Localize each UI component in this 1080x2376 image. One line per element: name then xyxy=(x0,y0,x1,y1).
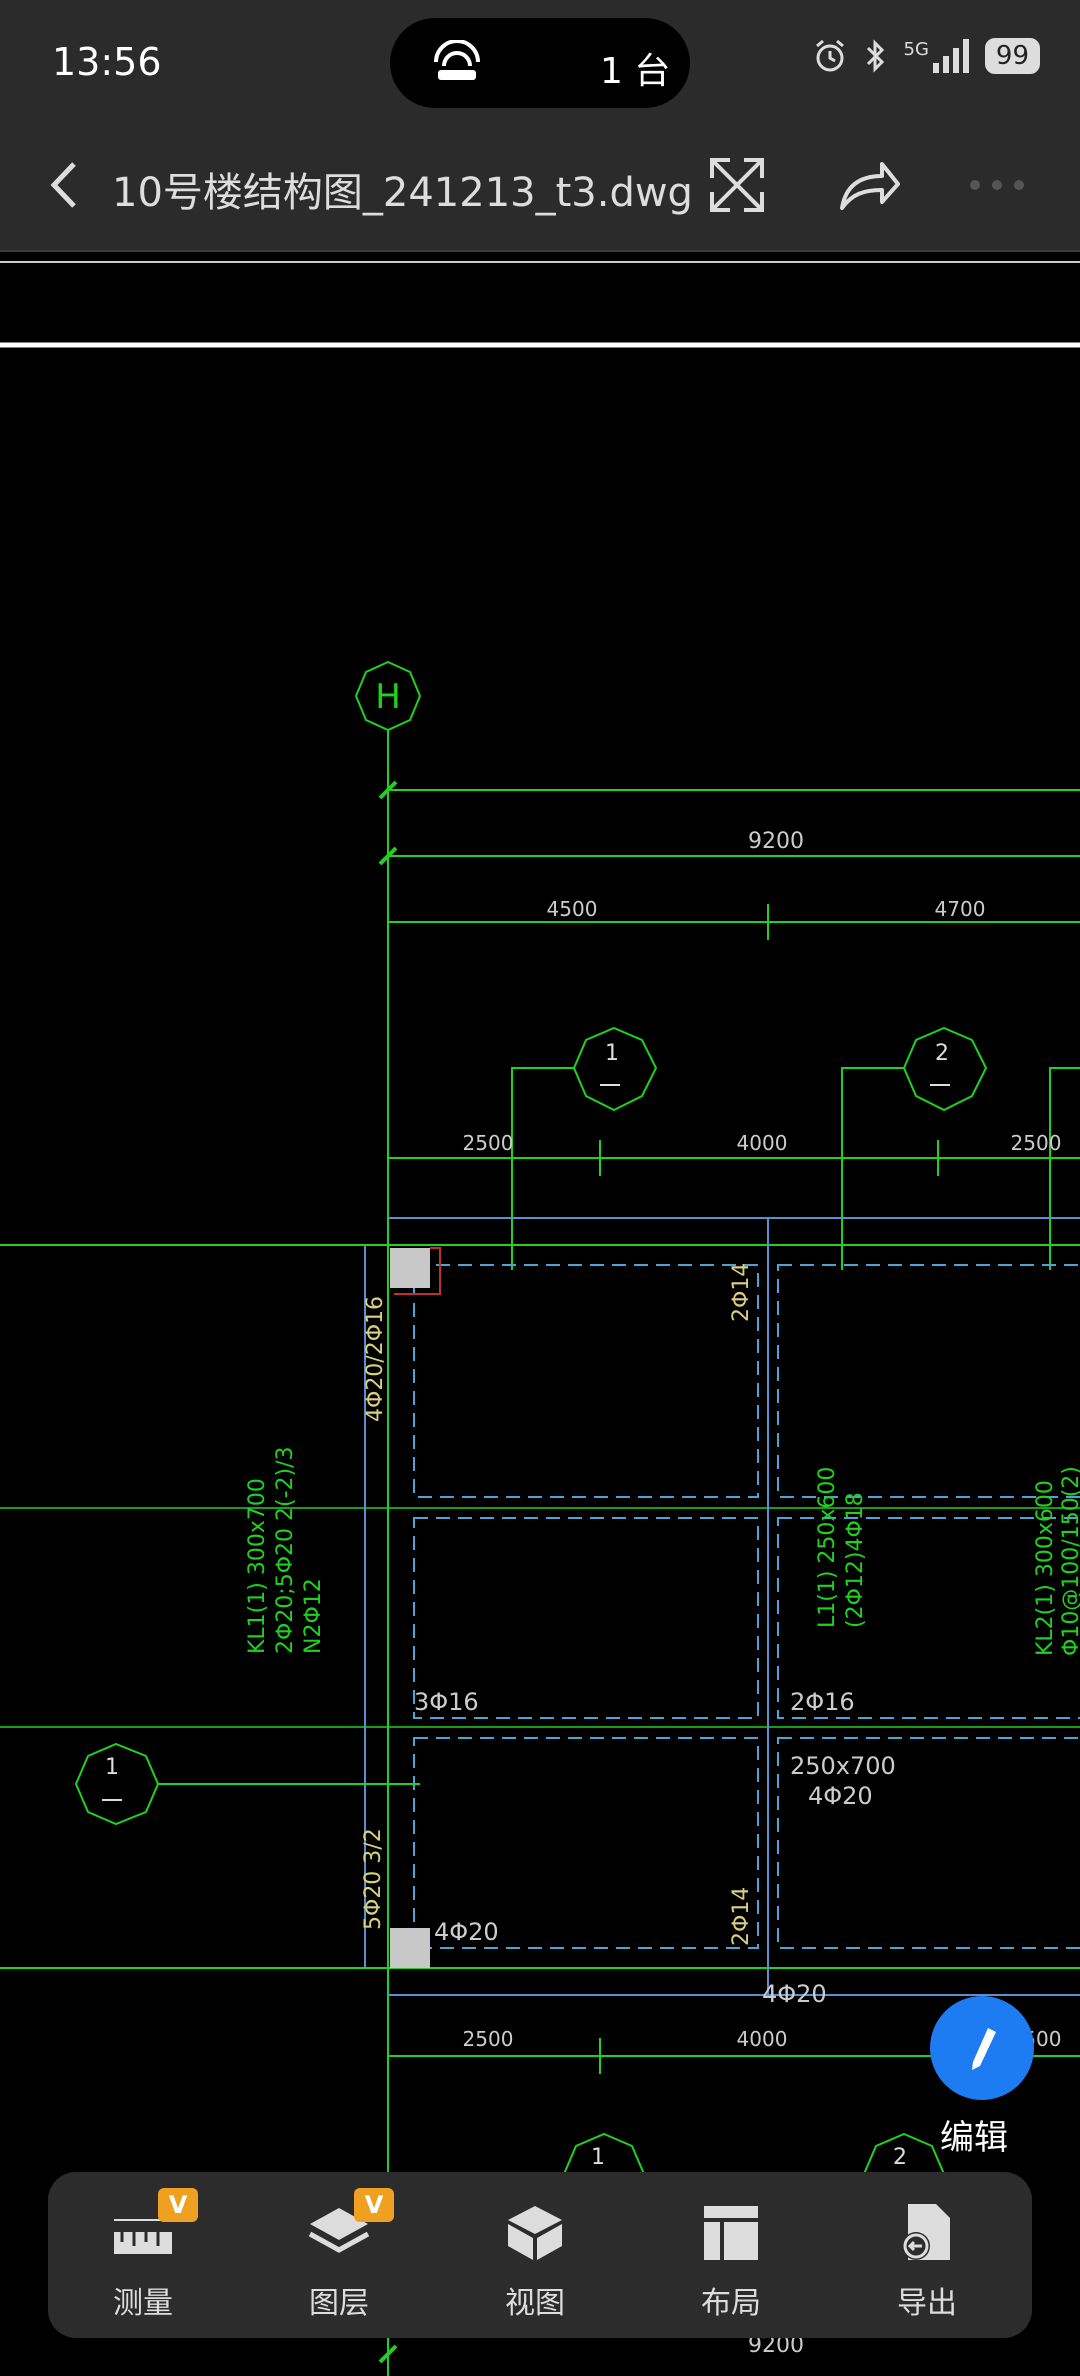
more-icon[interactable] xyxy=(960,148,1034,222)
export-icon xyxy=(902,2204,950,2260)
beam-kl2-1: KL2(1) 300x600 xyxy=(1033,1480,1058,1656)
axis-label-top: H xyxy=(375,677,401,717)
rebar-left-top: 4Φ20/2Φ16 xyxy=(363,1296,388,1422)
chevron-left-icon[interactable] xyxy=(30,148,104,222)
tool-layers-label: 图层 xyxy=(309,2286,369,2321)
rebar-left-bottom: 5Φ20 3/2 xyxy=(361,1828,386,1930)
beam-l1-2: (2Φ12)4Φ18 xyxy=(843,1492,868,1628)
vip-badge: V xyxy=(354,2188,394,2222)
dim-4000-a: 4000 xyxy=(737,1131,788,1155)
beam-kl1-1: KL1(1) 300x700 xyxy=(245,1478,270,1654)
grid-label-1: 1 xyxy=(605,1041,619,1066)
grid-label-2: 2 xyxy=(935,1041,949,1066)
dynamic-island[interactable]: 1 台 xyxy=(390,18,690,108)
rebar-bottom-left: 4Φ20 xyxy=(434,1918,499,1946)
title-bar: 10号楼结构图_241213_t3.dwg xyxy=(0,120,1080,252)
tool-export[interactable]: 导出 xyxy=(852,2202,1002,2322)
status-bar: 13:56 1 台 5G 99 xyxy=(0,0,1080,120)
file-title: 10号楼结构图_241213_t3.dwg xyxy=(112,170,693,216)
dim-2500-a: 2500 xyxy=(463,1131,514,1155)
alarm-icon xyxy=(815,39,844,72)
rebar-bars-mid: 4Φ20 xyxy=(808,1782,873,1810)
grid-bottom-1: 1 xyxy=(591,2145,605,2170)
beam-kl1-2: 2Φ20;5Φ20 2(-2)/3 xyxy=(273,1446,298,1654)
dim-9200-top: 9200 xyxy=(748,829,804,854)
beam-l1-1: L1(1) 250x600 xyxy=(815,1467,840,1628)
rebar-bottom-col: 2Φ14 xyxy=(729,1887,754,1946)
tool-layout[interactable]: 布局 xyxy=(656,2202,806,2322)
battery-icon: 99 xyxy=(984,38,1040,74)
signal-icon xyxy=(932,39,969,73)
tool-view-label: 视图 xyxy=(505,2286,565,2321)
layout-icon xyxy=(704,2206,758,2260)
pencil-icon xyxy=(972,2028,996,2070)
hotspot-icon xyxy=(434,40,480,80)
bluetooth-icon xyxy=(866,39,884,73)
cube-icon xyxy=(508,2206,562,2260)
tool-layout-label: 布局 xyxy=(701,2286,761,2321)
dim-4000-c: 4000 xyxy=(737,2027,788,2051)
dim-4500: 4500 xyxy=(547,897,598,921)
ruler-icon xyxy=(114,2219,172,2254)
fullscreen-icon[interactable] xyxy=(700,148,774,222)
rebar-mid-right: 2Φ16 xyxy=(790,1688,855,1716)
beam-kl2-2: Φ10@100/150(2) xyxy=(1059,1466,1080,1656)
tool-view[interactable]: 视图 xyxy=(460,2202,610,2322)
tool-export-label: 导出 xyxy=(897,2286,957,2321)
tool-layers[interactable]: V 图层 xyxy=(264,2188,414,2322)
edit-button[interactable] xyxy=(930,1996,1034,2100)
rebar-bottom-mid: 4Φ20 xyxy=(762,1980,827,2008)
status-time: 13:56 xyxy=(52,40,162,84)
rebar-mid-left: 3Φ16 xyxy=(414,1688,479,1716)
grid-left-1: 1 xyxy=(105,1755,119,1780)
dim-4700: 4700 xyxy=(935,897,986,921)
bottom-toolbar: V 测量 V 图层 视图 布局 导出 xyxy=(48,2172,1032,2338)
status-icons: 5G 99 xyxy=(812,38,1040,74)
grid-bottom-2: 2 xyxy=(893,2145,907,2170)
layers-icon xyxy=(308,2208,370,2253)
tool-measure[interactable]: V 测量 xyxy=(68,2188,218,2322)
network-type: 5G xyxy=(903,38,929,60)
beam-kl1-3: N2Φ12 xyxy=(301,1578,326,1654)
dim-2500-c: 2500 xyxy=(463,2027,514,2051)
drawing-canvas[interactable]: H 9200 4500 4700 1 2 2500 4000 2500 xyxy=(0,252,1080,2376)
edit-label: 编辑 xyxy=(940,2118,1008,2158)
share-icon[interactable] xyxy=(832,148,906,222)
dim-2500-b: 2500 xyxy=(1011,1131,1062,1155)
tv-count: 1 台 xyxy=(600,51,671,92)
rebar-top-col: 2Φ14 xyxy=(729,1263,754,1322)
tool-measure-label: 测量 xyxy=(113,2286,173,2321)
vip-badge: V xyxy=(158,2188,198,2222)
rebar-size-mid: 250x700 xyxy=(790,1752,896,1780)
